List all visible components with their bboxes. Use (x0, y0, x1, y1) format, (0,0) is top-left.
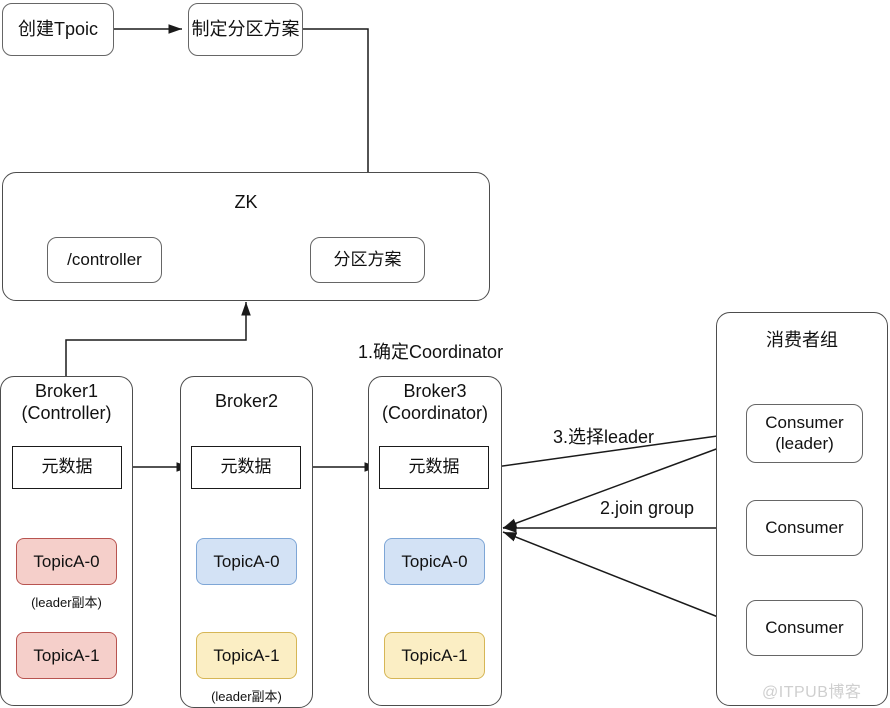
broker1-title: Broker1 (Controller) (21, 381, 112, 423)
broker2-partition-1-label: TopicA-1 (213, 645, 280, 665)
node-create-topic-label: 创建Tpoic (17, 18, 98, 39)
zk-node-partition-plan[interactable]: 分区方案 (310, 237, 425, 283)
consumer-leader-label: Consumer (leader) (765, 412, 844, 453)
edge-consumer3-join (502, 531, 747, 629)
broker2-metadata[interactable]: 元数据 (191, 446, 301, 489)
watermark: @ITPUB博客 (762, 684, 862, 701)
broker2-partition-0-label: TopicA-0 (213, 551, 280, 571)
broker3-metadata[interactable]: 元数据 (379, 446, 489, 489)
broker3-partition-0-label: TopicA-0 (401, 551, 468, 571)
broker2-title: Broker2 (214, 391, 279, 411)
node-create-topic[interactable]: 创建Tpoic (2, 3, 114, 56)
consumer-3[interactable]: Consumer (746, 600, 863, 656)
step1-label: 1.确定Coordinator (358, 342, 504, 362)
consumer-group-title: 消费者组 (766, 330, 838, 350)
zk-node-controller-label: /controller (67, 249, 142, 269)
node-make-partition-plan-label: 制定分区方案 (191, 18, 300, 39)
consumer-2[interactable]: Consumer (746, 500, 863, 556)
consumer-3-label: Consumer (765, 617, 844, 637)
broker1-metadata[interactable]: 元数据 (12, 446, 122, 489)
broker1-partition-0[interactable]: TopicA-0 (16, 538, 117, 585)
zk-title: ZK (234, 192, 258, 212)
broker3-partition-1[interactable]: TopicA-1 (384, 632, 485, 679)
consumer-leader[interactable]: Consumer (leader) (746, 404, 863, 463)
broker1-partition-0-label: TopicA-0 (33, 551, 100, 571)
broker2-partition-1[interactable]: TopicA-1 (196, 632, 297, 679)
zk-node-partition-plan-label: 分区方案 (333, 249, 402, 269)
broker1-partition-1-label: TopicA-1 (33, 645, 100, 665)
step2-label: 2.join group (600, 498, 695, 518)
broker3-partition-1-label: TopicA-1 (401, 645, 468, 665)
broker2-partition-0[interactable]: TopicA-0 (196, 538, 297, 585)
consumer-2-label: Consumer (765, 517, 844, 537)
broker1-partition-0-note: (leader副本) (31, 595, 102, 610)
broker2-metadata-label: 元数据 (220, 457, 272, 477)
broker1-partition-1[interactable]: TopicA-1 (16, 632, 117, 679)
broker3-metadata-label: 元数据 (408, 457, 460, 477)
broker2-partition-1-note: (leader副本) (211, 689, 282, 704)
broker3-title: Broker3 (Coordinator) (381, 381, 489, 423)
edge-broker1-to-zk (65, 302, 251, 376)
node-make-partition-plan[interactable]: 制定分区方案 (188, 3, 303, 56)
broker3-partition-0[interactable]: TopicA-0 (384, 538, 485, 585)
broker1-metadata-label: 元数据 (41, 457, 93, 477)
zk-node-controller[interactable]: /controller (47, 237, 162, 283)
step3-label: 3.选择leader (553, 427, 655, 447)
